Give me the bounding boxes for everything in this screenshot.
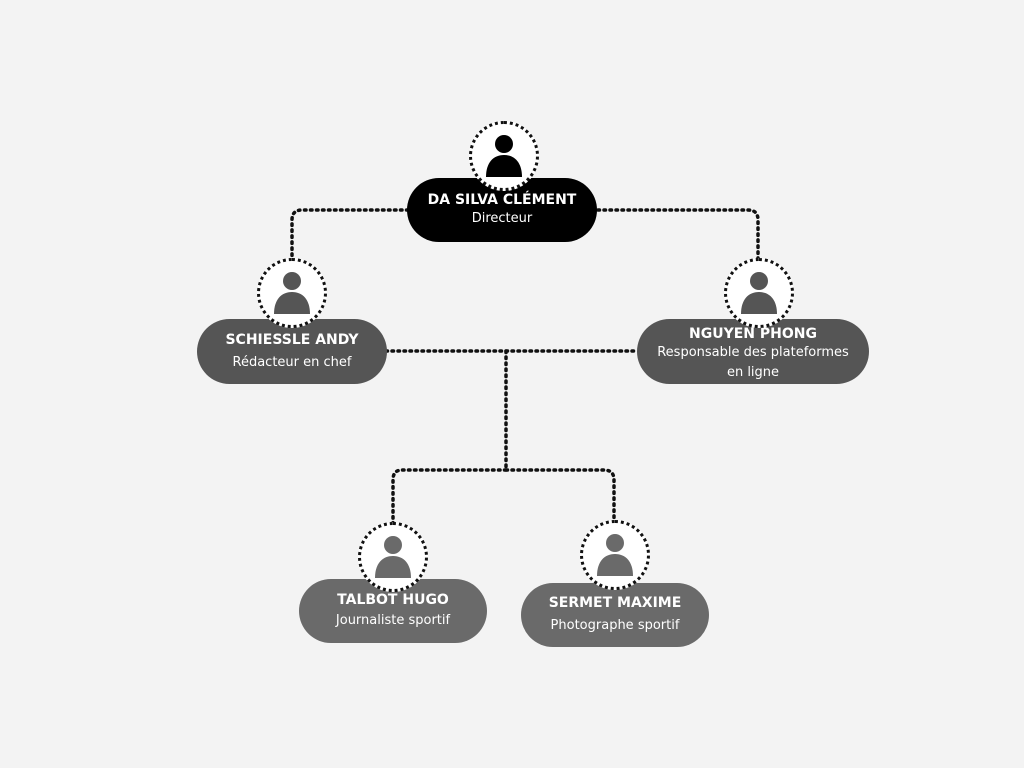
node-nguyen-role-line2: en ligne [726, 364, 780, 380]
node-talbot-role: Journaliste sportif [335, 613, 451, 628]
connector-to-talbot [391, 468, 508, 526]
person-icon [485, 133, 523, 179]
avatar-talbot [358, 522, 428, 592]
node-director-name: DA SILVA CLÉMENT [427, 192, 577, 208]
person-icon [273, 270, 311, 316]
node-director-role: Directeur [471, 211, 533, 226]
avatar-director [469, 121, 539, 191]
node-schiessle: SCHIESSLE ANDY Rédacteur en chef [197, 319, 387, 384]
node-sermet-role: Photographe sportif [550, 618, 680, 633]
node-sermet-name: SERMET MAXIME [548, 595, 682, 611]
node-nguyen-role-line1: Responsable des plateformes [657, 344, 849, 360]
node-nguyen-name: NGUYEN PHONG [689, 325, 817, 342]
connector-director-to-nguyen [596, 208, 760, 264]
person-icon [740, 270, 778, 316]
person-icon [596, 532, 634, 578]
person-icon [374, 534, 412, 580]
node-schiessle-role: Rédacteur en chef [232, 354, 352, 370]
connector-to-sermet [504, 468, 616, 526]
avatar-schiessle [257, 258, 327, 328]
node-sermet: SERMET MAXIME Photographe sportif [521, 583, 709, 647]
node-talbot-name: TALBOT HUGO [337, 592, 449, 608]
avatar-nguyen [724, 258, 794, 328]
connector-director-to-schiessle [290, 208, 410, 264]
node-schiessle-name: SCHIESSLE ANDY [225, 331, 359, 348]
node-nguyen: NGUYEN PHONG Responsable des plateformes… [637, 319, 869, 384]
avatar-sermet [580, 520, 650, 590]
